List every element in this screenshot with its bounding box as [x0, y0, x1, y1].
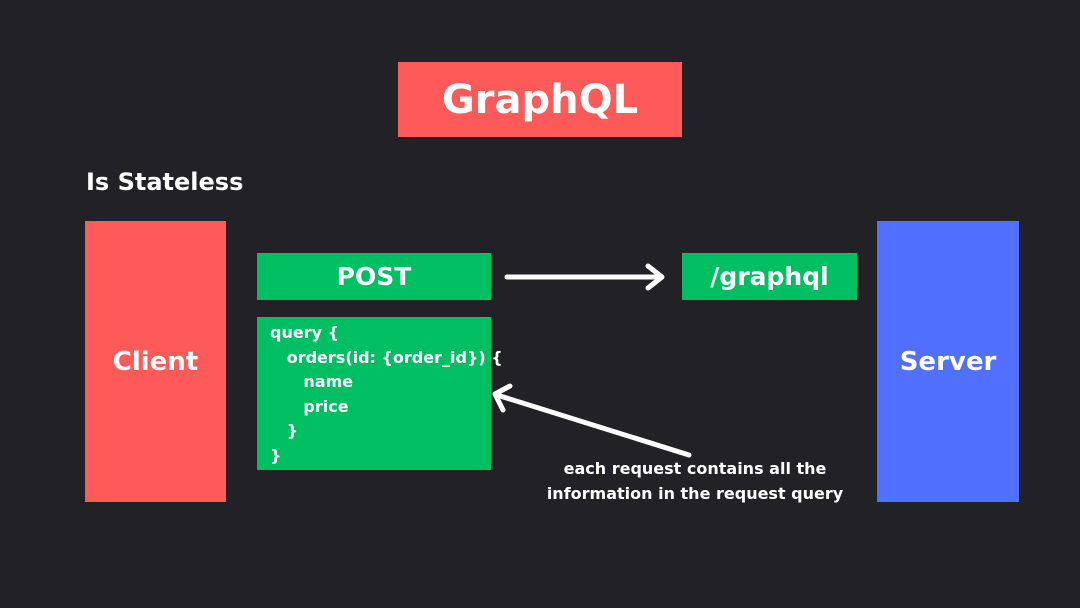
query-line: name — [270, 372, 354, 392]
server-box: Server — [877, 221, 1019, 502]
annotation-line: each request contains all the — [563, 459, 827, 478]
annotation: each request contains all the informatio… — [540, 456, 850, 506]
client-box: Client — [85, 221, 226, 502]
query-line: } — [270, 445, 282, 465]
query-line: query { — [270, 323, 339, 342]
subtitle: Is Stateless — [86, 168, 244, 196]
endpoint-label: /graphql — [710, 262, 829, 291]
request-arrow — [504, 263, 665, 291]
annotation-line: information in the request query — [546, 484, 844, 503]
query-line: orders(id: {order_id}) { — [270, 347, 503, 367]
query-line: price — [270, 396, 349, 416]
method-box: POST — [257, 253, 491, 300]
query-box: query { orders(id: {order_id}) { name pr… — [257, 317, 503, 470]
title-box: GraphQL — [398, 62, 682, 137]
client-label: Client — [112, 346, 199, 377]
method-label: POST — [336, 262, 412, 291]
server-label: Server — [899, 346, 997, 377]
page-title: GraphQL — [441, 76, 639, 123]
annotation-arrow — [492, 383, 692, 458]
endpoint-box: /graphql — [682, 253, 857, 300]
query-line: } — [270, 421, 299, 441]
